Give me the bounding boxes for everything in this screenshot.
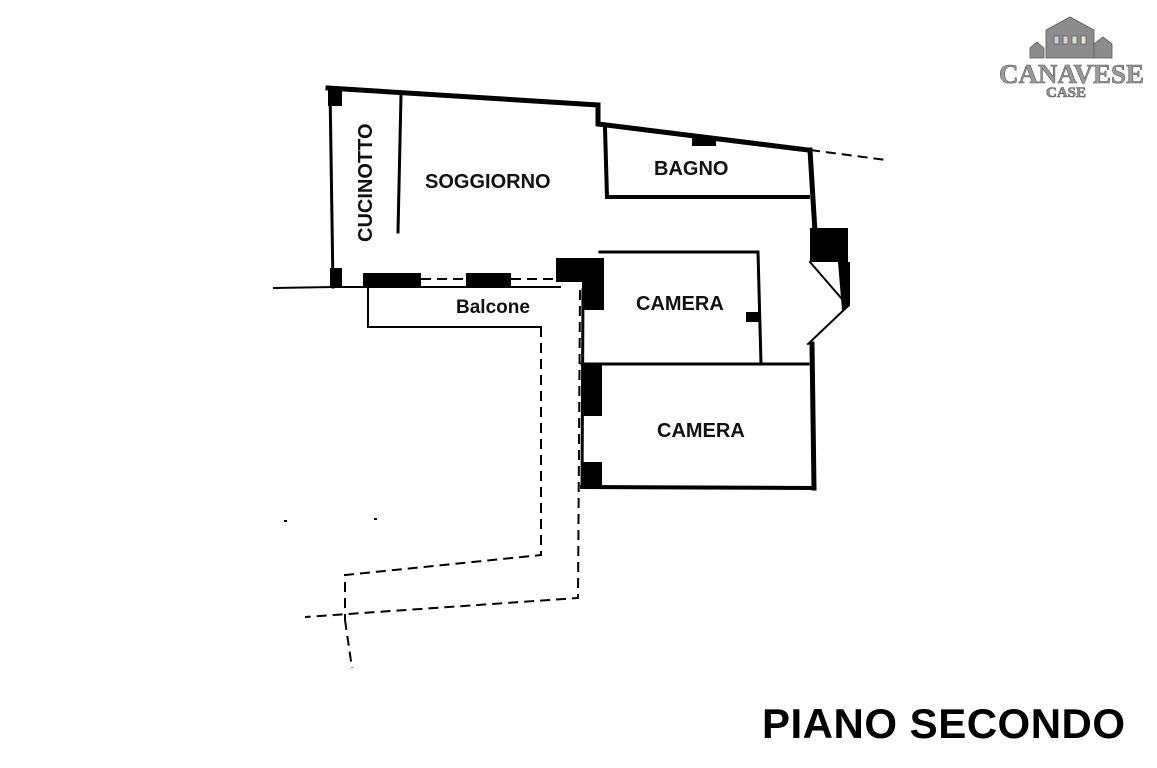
window-wall-2 (466, 273, 511, 286)
right-wall-upper (807, 147, 818, 235)
company-logo: CANAVESE CASE (999, 16, 1144, 101)
wall-block-bottom-left (330, 268, 342, 288)
dashed-stair-lower (344, 619, 353, 669)
house-center (1045, 16, 1095, 59)
bagno-corner (692, 138, 716, 146)
logo-sub-text: CASE (1046, 85, 1086, 101)
floor-title: PIANO SECONDO (762, 700, 1126, 747)
houses-icon (1029, 16, 1113, 59)
dashed-right-line (809, 149, 887, 161)
dashed-boundary (304, 149, 887, 669)
stray-marks (284, 518, 377, 522)
camera2-wall-block-2 (582, 462, 602, 489)
balcone-outline (367, 286, 542, 328)
label-balcone: Balcone (456, 297, 530, 318)
label-camera-2: CAMERA (657, 420, 745, 442)
walls (272, 85, 850, 491)
top-wall (325, 85, 811, 153)
house-right (1093, 36, 1113, 59)
label-soggiorno: SOGGIORNO (425, 171, 551, 193)
label-bagno: BAGNO (654, 158, 728, 180)
label-camera-1: CAMERA (636, 293, 724, 315)
label-cucinotto: CUCINOTTO (355, 123, 377, 242)
pillar-center (556, 258, 582, 282)
window-c (1071, 35, 1078, 45)
window-a (1053, 35, 1060, 45)
bottom-wall (579, 484, 817, 491)
wall-blocks (328, 88, 850, 489)
cucinotto-partition (396, 93, 403, 234)
window-wall-1 (363, 273, 421, 286)
dashed-balcone-right (344, 327, 542, 620)
camera1-notch (746, 312, 760, 322)
bagno-walls (602, 125, 810, 199)
left-wall (328, 86, 335, 289)
ground-line (272, 285, 335, 290)
camera1-walls (598, 250, 763, 366)
pillar-center-lower (582, 258, 604, 310)
pillar-right-bay (838, 262, 850, 310)
stray-mark-2 (374, 518, 377, 520)
wall-block-top-left (328, 88, 342, 106)
logo-main-text: CANAVESE (999, 59, 1144, 89)
house-left (1029, 41, 1045, 59)
camera2-wall-block-1 (582, 364, 602, 416)
dashed-column (304, 289, 581, 618)
window-d (1080, 35, 1087, 45)
stray-mark-1 (284, 520, 287, 522)
pillar-right (810, 228, 848, 262)
window-b (1062, 35, 1069, 45)
right-wall-lower (809, 341, 817, 491)
